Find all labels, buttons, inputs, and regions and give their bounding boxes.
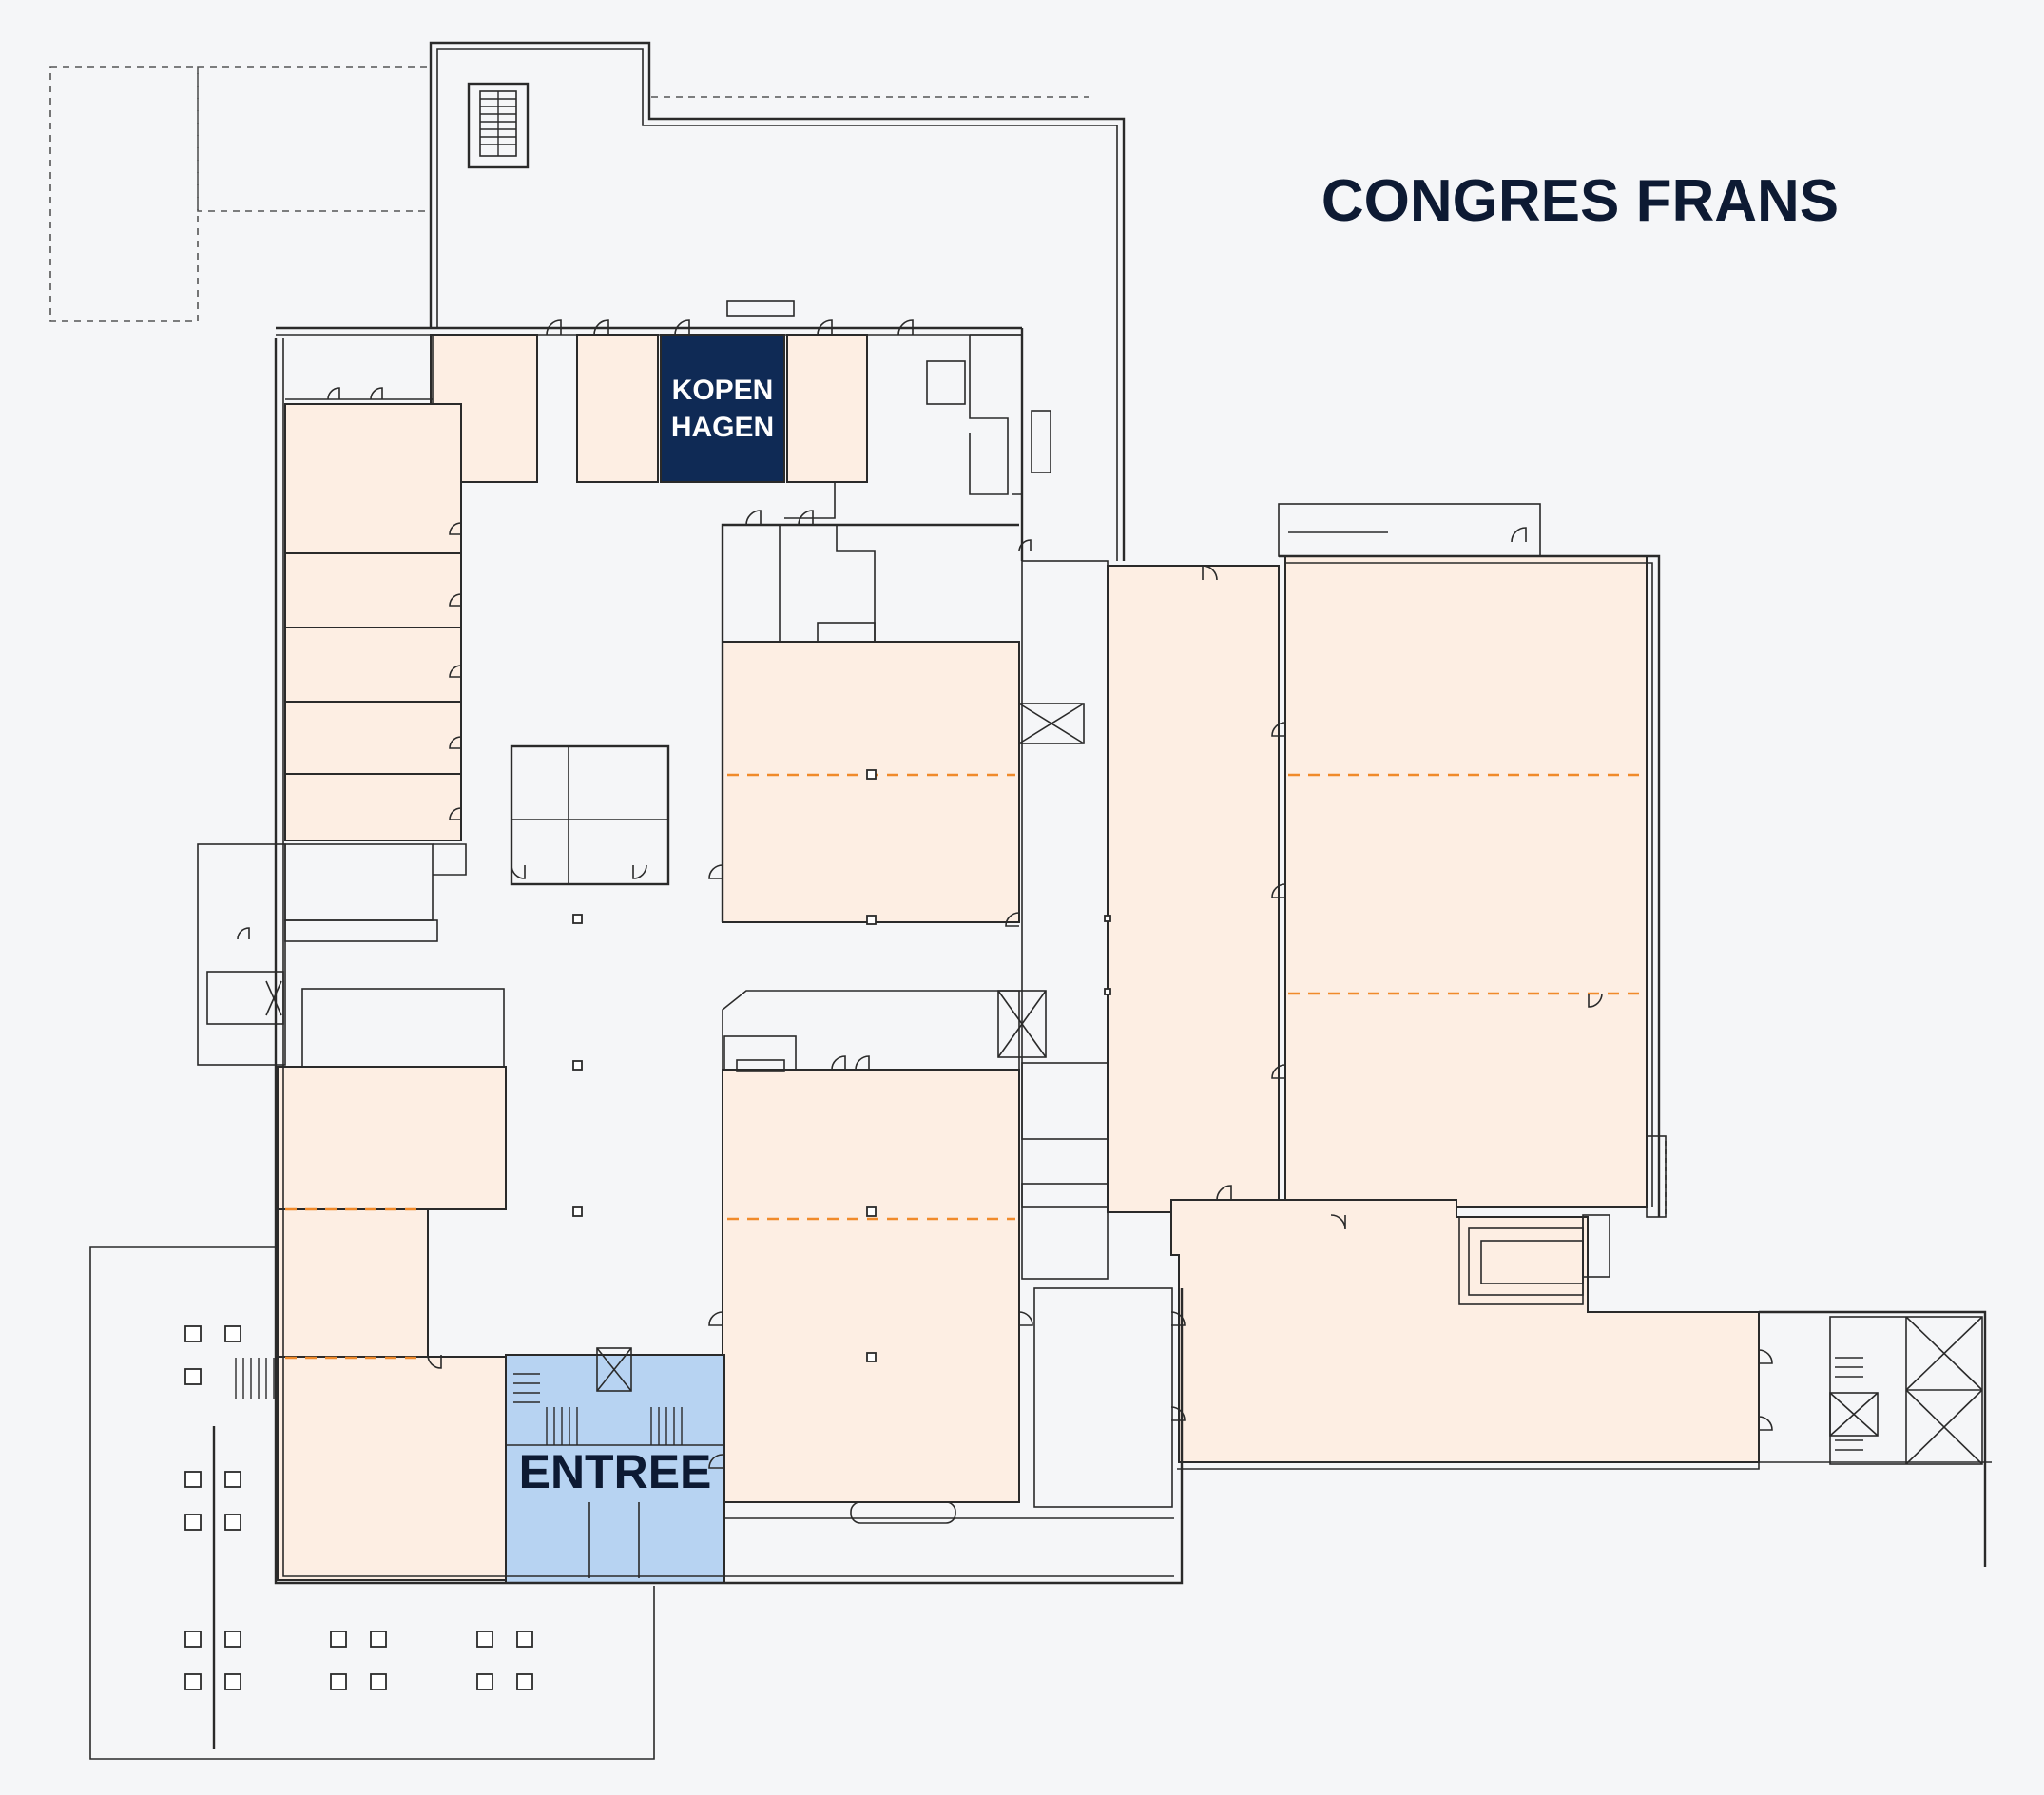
- rooms: [277, 334, 1760, 1581]
- hall-east-corridor: [1107, 565, 1280, 1213]
- doors: [237, 319, 1773, 1469]
- hall-southeast: [1170, 1199, 1760, 1463]
- room-kopenhagen-label-line1: KOPEN: [672, 375, 774, 406]
- entrance-label: ENTREE: [519, 1445, 712, 1498]
- entrance-area[interactable]: [505, 1354, 725, 1584]
- hall-center-south: [722, 1069, 1020, 1503]
- room-west-2: [284, 552, 462, 628]
- room-west-1: [284, 403, 462, 554]
- building-walls: [197, 300, 1992, 1585]
- room-kopenhagen[interactable]: [660, 334, 785, 483]
- room-southwest-2: [277, 1208, 429, 1358]
- north-annex: [429, 41, 1126, 561]
- hall-east-large: [1284, 555, 1648, 1208]
- room-west-4: [284, 701, 462, 775]
- room-southwest-1: [277, 1066, 507, 1210]
- room-west-5: [284, 773, 462, 841]
- room-kopenhagen-label-line2: HAGEN: [671, 412, 774, 443]
- room-north-2: [576, 334, 659, 483]
- dashed-annex: [49, 66, 1089, 322]
- room-west-3: [284, 627, 462, 703]
- terrace: [89, 1246, 655, 1760]
- room-north-4: [786, 334, 868, 483]
- pillars: [572, 769, 1111, 1362]
- room-southwest-3: [277, 1356, 507, 1581]
- map-title: CONGRES FRANS: [1321, 168, 1839, 234]
- hall-center-north: [722, 641, 1020, 923]
